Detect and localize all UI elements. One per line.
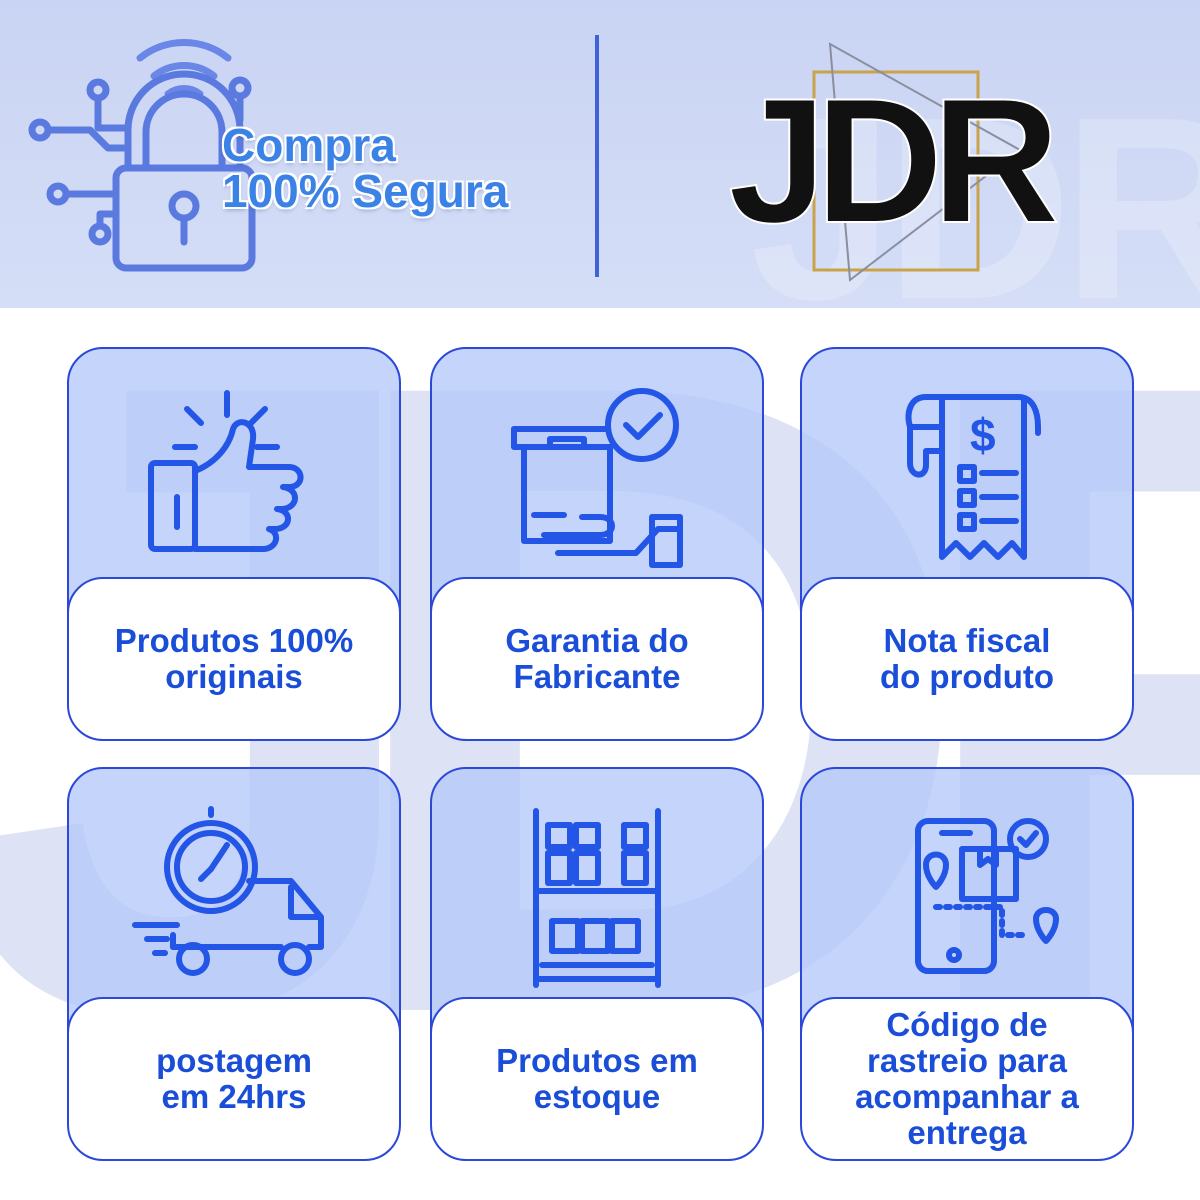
jdr-logo: JDR — [727, 42, 1070, 282]
warehouse-shelf-icon — [533, 808, 661, 988]
feature-label-box: Garantia do Fabricante — [432, 577, 762, 739]
header-divider — [595, 35, 599, 277]
feature-label-box: Produtos 100% originais — [69, 577, 399, 739]
feature-label: postagem em 24hrs — [156, 1042, 312, 1115]
header-banner: JDR Compra 100% Segura JDR — [0, 0, 1200, 308]
feature-label: Produtos em estoque — [496, 1042, 698, 1115]
secure-line-2: 100% Segura — [222, 165, 509, 217]
feature-label: Produtos 100% originais — [114, 622, 354, 695]
feature-label-box: postagem em 24hrs — [69, 997, 399, 1159]
feature-card-warranty: Garantia do Fabricante — [430, 347, 764, 741]
feature-label: Garantia do Fabricante — [505, 622, 689, 695]
feature-card-invoice: $ Nota fiscal do produto — [800, 347, 1134, 741]
logo-text: JDR — [728, 61, 1057, 260]
phone-tracking-icon — [915, 818, 1059, 974]
feature-label-box: Código de rastreio para acompanhar a ent… — [802, 997, 1132, 1159]
secure-purchase-title: Compra 100% Segura — [222, 122, 508, 214]
feature-label-box: Nota fiscal do produto — [802, 577, 1132, 739]
feature-label-box: Produtos em estoque — [432, 997, 762, 1159]
header-watermark: JDR — [749, 64, 1200, 308]
wifi-lock-circuit-icon — [28, 38, 256, 272]
svg-text:$: $ — [970, 409, 996, 461]
receipt-icon: $ — [905, 394, 1041, 560]
feature-card-original: Produtos 100% originais — [67, 347, 401, 741]
feature-label: Nota fiscal do produto — [879, 622, 1055, 695]
box-hand-check-icon — [511, 388, 683, 568]
delivery-truck-clock-icon — [132, 806, 324, 976]
secure-line-1: Compra — [222, 119, 396, 171]
feature-card-tracking: Código de rastreio para acompanhar a ent… — [800, 767, 1134, 1161]
feature-label: Código de rastreio para acompanhar a ent… — [855, 1006, 1079, 1151]
thumbs-up-icon — [148, 390, 304, 552]
feature-card-shipping: postagem em 24hrs — [67, 767, 401, 1161]
feature-card-stock: Produtos em estoque — [430, 767, 764, 1161]
